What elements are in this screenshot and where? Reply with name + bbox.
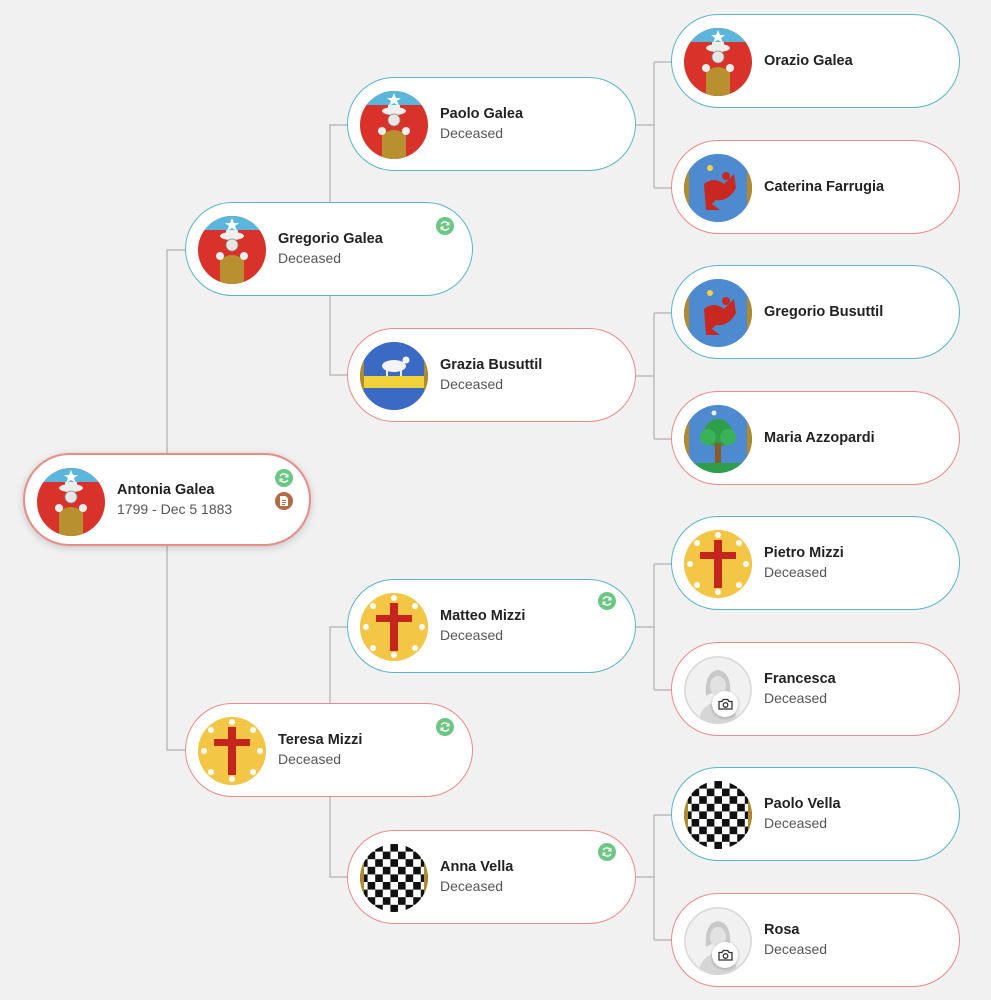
person-card-anna-vella[interactable]: Anna Vella Deceased — [347, 830, 636, 924]
sync-icon[interactable] — [275, 469, 293, 487]
avatar — [360, 844, 428, 912]
document-icon[interactable] — [275, 492, 293, 510]
person-name: Anna Vella — [440, 859, 514, 875]
person-card-caterina-farrugia[interactable]: Caterina Farrugia — [671, 140, 960, 234]
person-card-rosa[interactable]: Rosa Deceased — [671, 893, 960, 987]
connector-teresa — [329, 626, 348, 878]
avatar — [360, 91, 428, 159]
avatar — [684, 279, 752, 347]
sync-icon[interactable] — [436, 217, 454, 235]
person-name: Francesca — [764, 671, 836, 687]
person-name: Grazia Busuttil — [440, 357, 543, 373]
person-status: Deceased — [440, 376, 504, 392]
connector-antonia — [166, 249, 186, 751]
person-status: Deceased — [278, 250, 342, 266]
person-status: Deceased — [764, 815, 828, 831]
person-status: Deceased — [764, 941, 828, 957]
connector-paolo — [636, 61, 672, 189]
person-name: Antonia Galea — [117, 481, 215, 498]
person-card-paolo-galea[interactable]: Paolo Galea Deceased — [347, 77, 636, 171]
avatar — [360, 593, 428, 661]
person-name: Teresa Mizzi — [278, 732, 363, 748]
person-name: Paolo Vella — [764, 796, 841, 812]
person-name: Rosa — [764, 922, 800, 938]
avatar — [684, 154, 752, 222]
sync-icon[interactable] — [436, 718, 454, 736]
person-status: Deceased — [764, 564, 828, 580]
avatar — [198, 216, 266, 284]
avatar — [684, 530, 752, 598]
avatar — [360, 342, 428, 410]
avatar — [37, 468, 105, 536]
person-name: Orazio Galea — [764, 52, 853, 69]
person-card-matteo-mizzi[interactable]: Matteo Mizzi Deceased — [347, 579, 636, 673]
person-status: Deceased — [440, 878, 504, 894]
person-name: Matteo Mizzi — [440, 608, 526, 624]
person-card-grazia-busuttil[interactable]: Grazia Busuttil Deceased — [347, 328, 636, 422]
person-status: Deceased — [440, 627, 504, 643]
avatar — [684, 405, 752, 473]
person-card-maria-azzopardi[interactable]: Maria Azzopardi — [671, 391, 960, 485]
connector-grazia — [636, 312, 672, 440]
person-dates: 1799 - Dec 5 1883 — [117, 500, 233, 517]
avatar — [198, 717, 266, 785]
camera-icon[interactable] — [712, 942, 738, 968]
person-card-teresa-mizzi[interactable]: Teresa Mizzi Deceased — [185, 703, 473, 797]
person-name: Paolo Galea — [440, 106, 524, 122]
connector-matteo — [636, 563, 672, 691]
person-status: Deceased — [764, 690, 828, 706]
person-status: Deceased — [440, 125, 504, 141]
person-name: Caterina Farrugia — [764, 178, 885, 195]
person-card-orazio-galea[interactable]: Orazio Galea — [671, 14, 960, 108]
person-card-francesca[interactable]: Francesca Deceased — [671, 642, 960, 736]
person-name: Pietro Mizzi — [764, 545, 844, 561]
person-name: Gregorio Busuttil — [764, 303, 884, 320]
person-card-gregorio-busuttil[interactable]: Gregorio Busuttil — [671, 265, 960, 359]
connector-gregorio — [329, 124, 348, 376]
person-card-gregorio-galea[interactable]: Gregorio Galea Deceased — [185, 202, 473, 296]
sync-icon[interactable] — [598, 843, 616, 861]
person-name: Gregorio Galea — [278, 231, 383, 247]
connector-anna — [636, 814, 672, 941]
camera-icon[interactable] — [712, 691, 738, 717]
person-name: Maria Azzopardi — [764, 429, 875, 446]
avatar — [684, 781, 752, 849]
avatar — [684, 28, 752, 96]
person-card-antonia-galea[interactable]: Antonia Galea 1799 - Dec 5 1883 — [23, 453, 311, 546]
person-card-pietro-mizzi[interactable]: Pietro Mizzi Deceased — [671, 516, 960, 610]
sync-icon[interactable] — [598, 592, 616, 610]
person-status: Deceased — [278, 751, 342, 767]
person-card-paolo-vella[interactable]: Paolo Vella Deceased — [671, 767, 960, 861]
